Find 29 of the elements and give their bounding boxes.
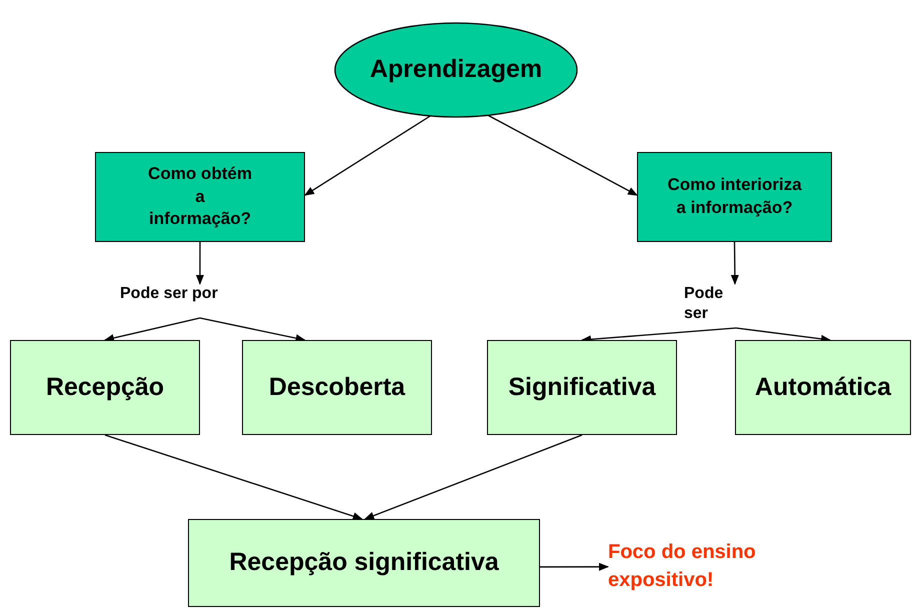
note-text: Foco do ensino expositivo!	[608, 540, 757, 593]
arrow	[104, 434, 363, 520]
arrow	[487, 114, 638, 196]
box-label: Recepção significativa	[229, 547, 499, 578]
arrow	[730, 242, 739, 285]
box-label: Significativa	[508, 372, 656, 403]
arrow	[196, 242, 204, 285]
box-label: Como obtém a informação?	[147, 162, 253, 230]
box-label: Recepção	[46, 372, 164, 403]
question-box	[637, 152, 832, 242]
arrow	[304, 114, 432, 196]
connector-text: Pode ser por	[120, 284, 218, 304]
concept-box	[242, 340, 432, 435]
concept-box	[188, 519, 540, 607]
concept-box	[10, 340, 200, 435]
concept-box	[735, 340, 911, 435]
concept-box	[487, 340, 677, 435]
box-label: Automática	[754, 372, 892, 403]
arrow	[200, 317, 306, 342]
question-box	[95, 152, 305, 242]
arrow	[364, 434, 582, 520]
box-label: Descoberta	[268, 372, 406, 403]
topic-ellipse	[334, 22, 578, 118]
arrow	[736, 327, 832, 343]
box-label: Aprendizagem	[370, 54, 542, 86]
arrow	[104, 317, 200, 342]
arrow	[540, 562, 609, 571]
connector-text: Pode ser	[684, 284, 724, 324]
box-label: Como interioriza a informação?	[666, 174, 803, 219]
